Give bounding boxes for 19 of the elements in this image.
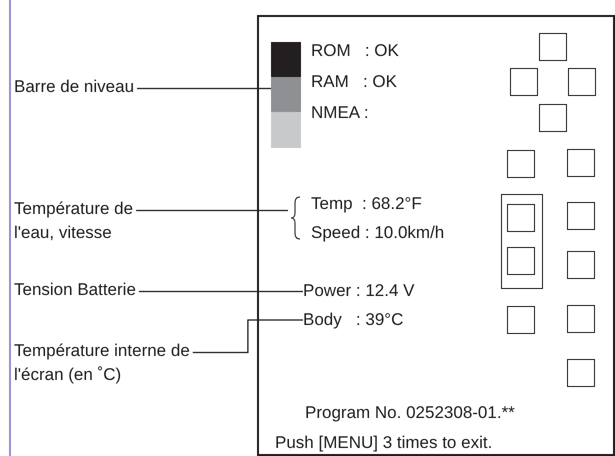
- callout-label: Température de l'eau, vitesse: [14, 199, 134, 242]
- status-text: ROM : OK: [311, 41, 399, 61]
- leader-line: [192, 319, 303, 354]
- status-text: NMEA :: [311, 103, 369, 123]
- status-text: RAM : OK: [311, 72, 397, 92]
- readout-text: Power : 12.4 V: [303, 281, 415, 301]
- leader-line: [138, 290, 303, 292]
- instruction-text: Push [MENU] 3 times to exit.: [275, 433, 492, 453]
- callout-label: Barre de niveau: [14, 77, 134, 96]
- screen-frame: [257, 15, 615, 456]
- readout-text: Temp : 68.2°F: [311, 194, 422, 214]
- callout-label: Température interne de l'écran (en ˚C): [14, 341, 190, 384]
- callout-label: Tension Batterie: [14, 280, 136, 299]
- leader-line: [137, 88, 271, 90]
- readout-text: Speed : 10.0km/h: [311, 223, 444, 243]
- program-number-text: Program No. 0252308-01.**: [305, 403, 515, 423]
- readout-text: Body : 39°C: [303, 310, 404, 330]
- leader-line: [136, 210, 288, 212]
- level-bar: [271, 42, 301, 148]
